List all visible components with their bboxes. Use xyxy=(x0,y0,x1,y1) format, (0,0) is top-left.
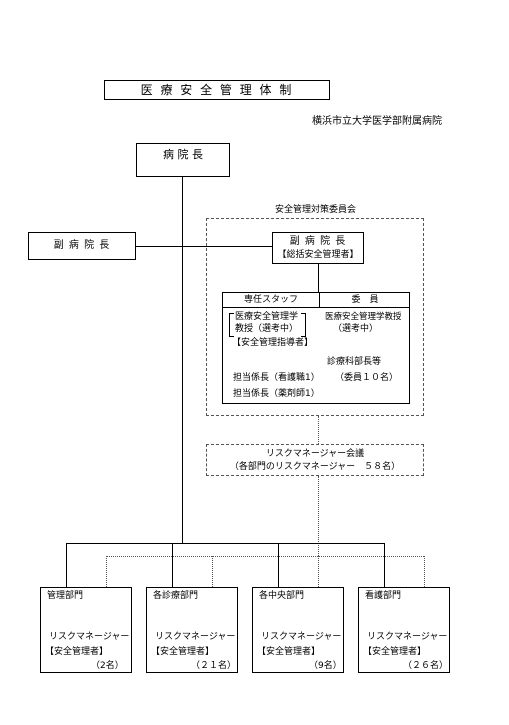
department-name: 看護部門 xyxy=(365,591,402,601)
connector-dotted-main xyxy=(318,416,319,444)
department-role: リスクマネージャー xyxy=(155,632,236,642)
department-count: （2名） xyxy=(91,661,124,671)
committee-table: 専任スタッフ 委 員 医療安全管理学 教授（選考中） 【安全管理指導者】 担当係… xyxy=(222,292,410,404)
department-count: （２１名） xyxy=(191,661,237,671)
connector-vice xyxy=(136,246,272,247)
connector-branch-dotted xyxy=(106,556,424,557)
department-box-nursing: 看護部門 リスクマネージャー 【安全管理者】 （２６名） xyxy=(358,587,450,673)
department-tag: 【安全管理者】 xyxy=(45,647,109,657)
department-count: （9名） xyxy=(309,661,342,671)
director-label: 病 院 長 xyxy=(163,148,203,161)
department-name: 各中央部門 xyxy=(259,591,305,601)
member-count: （委員１０名） xyxy=(335,373,399,383)
committee-box xyxy=(206,218,424,416)
connector-dotted-dept-1 xyxy=(106,556,107,587)
staff-chief-nurse: 担当係長（看護職1） xyxy=(233,373,320,383)
department-count: （２６名） xyxy=(403,661,449,671)
risk-meeting-subtitle: （各部門のリスクマネージャー ５８名） xyxy=(229,462,401,472)
connector-dept-3 xyxy=(278,543,279,587)
department-name: 管理部門 xyxy=(47,591,84,601)
department-role: リスクマネージャー xyxy=(49,632,130,642)
department-box-central: 各中央部門 リスクマネージャー 【安全管理者】 （9名） xyxy=(252,587,344,673)
connector-main xyxy=(182,177,183,543)
table-header-divider xyxy=(223,307,409,308)
department-tag: 【安全管理者】 xyxy=(151,647,215,657)
connector-dept-2 xyxy=(172,543,173,587)
member-heads: 診療科部長等 xyxy=(327,357,382,367)
committee-vice-box: 副 病 院 長 【総括安全管理者】 xyxy=(272,232,364,264)
connector-dotted-dept-2 xyxy=(212,556,213,587)
member-line-1: 医療安全管理学教授 xyxy=(325,312,402,322)
department-tag: 【安全管理者】 xyxy=(257,647,321,657)
connector-dotted-dept-4 xyxy=(424,556,425,587)
staff-bracket-right xyxy=(301,313,306,337)
committee-vice-label: 副 病 院 長 xyxy=(289,236,347,247)
connector-dept-4 xyxy=(384,543,385,587)
connector-dept-1 xyxy=(66,543,67,587)
title-box: 医 療 安 全 管 理 体 制 xyxy=(104,80,330,100)
department-name: 各診療部門 xyxy=(153,591,199,601)
director-box: 病 院 長 xyxy=(136,143,230,177)
member-line-2: （選考中） xyxy=(333,324,379,334)
table-column-divider xyxy=(319,293,320,307)
staff-chief-pharm: 担当係長（薬剤師1） xyxy=(233,389,320,399)
connector-committee xyxy=(318,264,319,292)
connector-branch-solid xyxy=(66,543,384,544)
connector-dotted-meeting xyxy=(318,476,319,556)
committee-title: 安全管理対策委員会 xyxy=(274,205,358,216)
risk-meeting-box: リスクマネージャー会議 （各部門のリスクマネージャー ５８名） xyxy=(206,444,424,476)
staff-bracket-left xyxy=(229,313,234,337)
vice-director-box: 副 病 院 長 xyxy=(28,232,136,260)
page-title: 医 療 安 全 管 理 体 制 xyxy=(140,83,294,97)
connector-dotted-dept-3 xyxy=(318,556,319,587)
risk-meeting-title: リスクマネージャー会議 xyxy=(265,449,365,459)
staff-line-2: 教授（選考中） xyxy=(235,324,299,334)
hospital-name: 横浜市立大学医学部附属病院 xyxy=(312,116,442,127)
committee-vice-role: 【総括安全管理者】 xyxy=(277,250,359,260)
department-box-admin: 管理部門 リスクマネージャー 【安全管理者】 （2名） xyxy=(40,587,132,673)
staff-line-1: 医療安全管理学 xyxy=(235,312,299,322)
department-role: リスクマネージャー xyxy=(261,632,342,642)
department-tag: 【安全管理者】 xyxy=(363,647,427,657)
staff-line-3: 【安全管理指導者】 xyxy=(232,338,314,348)
department-role: リスクマネージャー xyxy=(367,632,448,642)
department-box-clinical: 各診療部門 リスクマネージャー 【安全管理者】 （２１名） xyxy=(146,587,238,673)
member-header: 委 員 xyxy=(351,295,379,305)
vice-director-label: 副 病 院 長 xyxy=(53,240,111,251)
staff-header: 専任スタッフ xyxy=(243,295,298,305)
